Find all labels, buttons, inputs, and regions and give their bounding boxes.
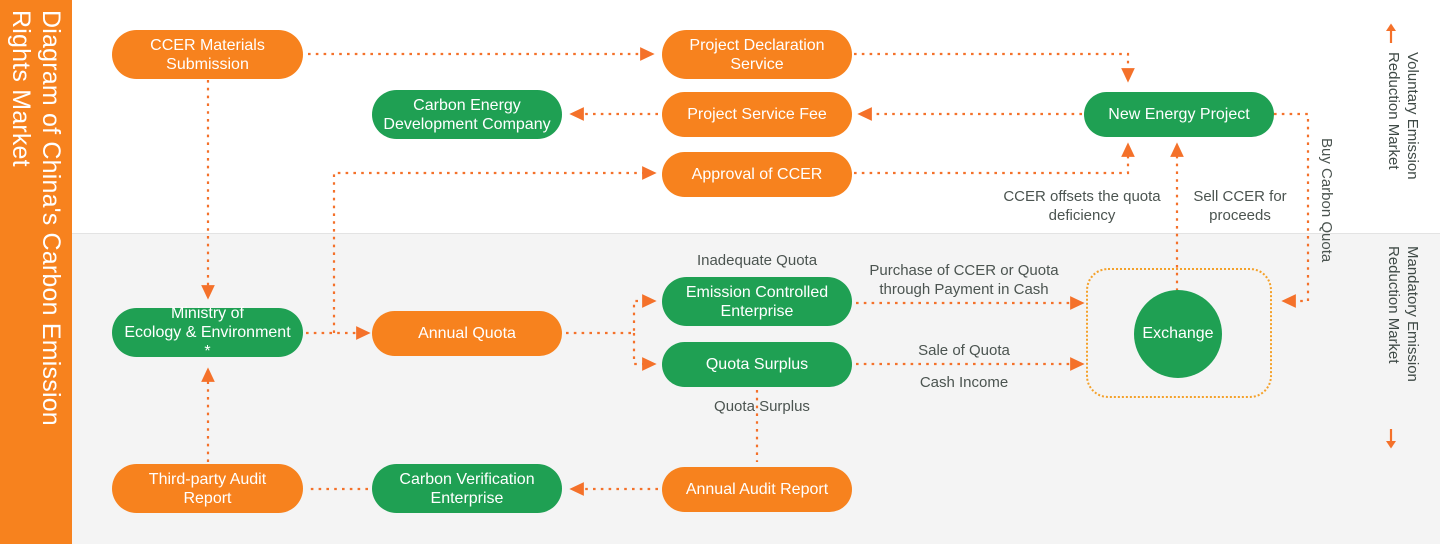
exchange-container (1086, 268, 1272, 398)
band-divider (72, 233, 1440, 234)
node-approval-of-ccer[interactable]: Approval of CCER (662, 152, 852, 197)
node-carbon-energy-development-company[interactable]: Carbon Energy Development Company (372, 90, 562, 139)
node-label: Carbon Energy Development Company (383, 96, 551, 133)
node-carbon-verification-enterprise[interactable]: Carbon Verification Enterprise (372, 464, 562, 513)
node-label: New Energy Project (1108, 106, 1250, 123)
edge-label-sale-of-quota: Sale of Quota (918, 342, 1010, 359)
edge-label-ccer-offsets-quota-deficiency: CCER offsets the quota deficiency (1003, 188, 1161, 224)
diagram-title-bar: Diagram of China's Carbon Emission Right… (0, 0, 72, 544)
node-label: Annual Quota (418, 325, 516, 342)
node-label: Project Service Fee (687, 106, 827, 123)
arrow-up-icon (1386, 23, 1396, 43)
node-emission-controlled-enterprise[interactable]: Emission Controlled Enterprise (662, 277, 852, 326)
edge-label-inadequate-quota: Inadequate Quota (696, 252, 818, 269)
node-label: Annual Audit Report (685, 481, 829, 498)
node-project-declaration-service[interactable]: Project Declaration Service (662, 30, 852, 79)
label-voluntary-emission-reduction-market: Voluntary Emission Reduction Market (1385, 52, 1421, 180)
edge-label-quota-surplus: Quota Surplus (714, 398, 810, 415)
label-mandatory-emission-reduction-market: Mandatory Emission Reduction Market (1385, 246, 1421, 382)
edge-label-purchase-of-ccer-or-quota: Purchase of CCER or Quota through Paymen… (869, 262, 1059, 298)
node-label: Exchange (1142, 325, 1214, 342)
node-ccer-materials-submission[interactable]: CCER Materials Submission (112, 30, 303, 79)
node-project-service-fee[interactable]: Project Service Fee (662, 92, 852, 137)
node-label: Ministry of Ecology & Environment * (124, 305, 291, 360)
node-label: Emission Controlled Enterprise (685, 283, 829, 320)
node-ministry-of-ecology-and-environment[interactable]: Ministry of Ecology & Environment * (112, 305, 303, 360)
edge-label-cash-income: Cash Income (919, 374, 1009, 391)
node-label: CCER Materials Submission (150, 36, 265, 73)
node-quota-surplus[interactable]: Quota Surplus (662, 342, 852, 387)
node-label: Carbon Verification Enterprise (399, 470, 535, 507)
node-label: Project Declaration Service (689, 36, 825, 73)
node-label: Approval of CCER (691, 166, 823, 183)
arrow-down-icon (1386, 429, 1396, 449)
edge-label-sell-ccer-for-proceeds: Sell CCER for proceeds (1193, 188, 1287, 224)
node-third-party-audit-report[interactable]: Third-party Audit Report (112, 464, 303, 513)
edge-label-buy-carbon-quota: Buy Carbon Quota (1318, 138, 1335, 263)
node-label: Quota Surplus (705, 356, 809, 373)
node-new-energy-project[interactable]: New Energy Project (1084, 92, 1274, 137)
node-label: Third-party Audit Report (148, 470, 267, 507)
node-exchange[interactable]: Exchange (1134, 290, 1222, 378)
node-annual-quota[interactable]: Annual Quota (372, 311, 562, 356)
node-annual-audit-report[interactable]: Annual Audit Report (662, 467, 852, 512)
page-title: Diagram of China's Carbon Emission Right… (7, 10, 65, 426)
